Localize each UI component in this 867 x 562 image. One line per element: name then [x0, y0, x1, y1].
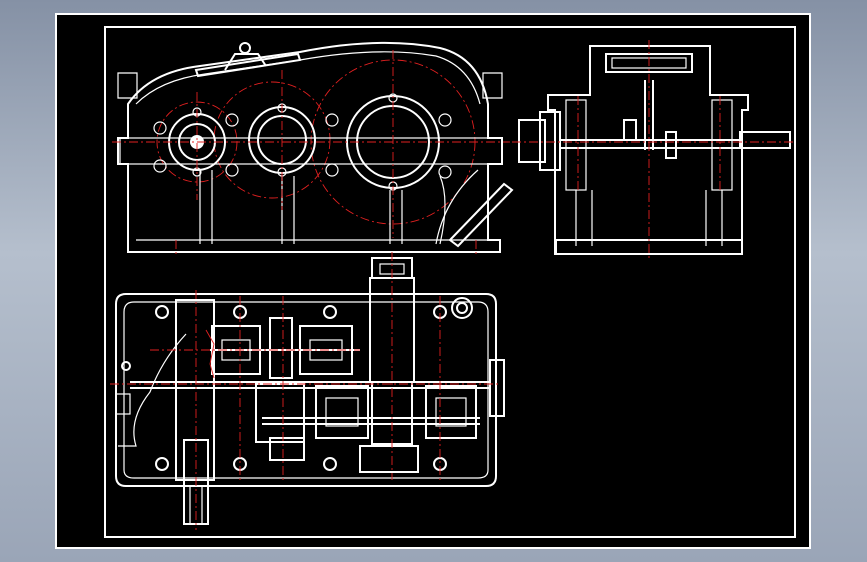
drawing-frame: [104, 26, 796, 538]
drawing-sheet: [55, 13, 811, 549]
side-view: [512, 40, 796, 258]
top-section-view: [110, 252, 505, 530]
front-view: [112, 41, 514, 256]
